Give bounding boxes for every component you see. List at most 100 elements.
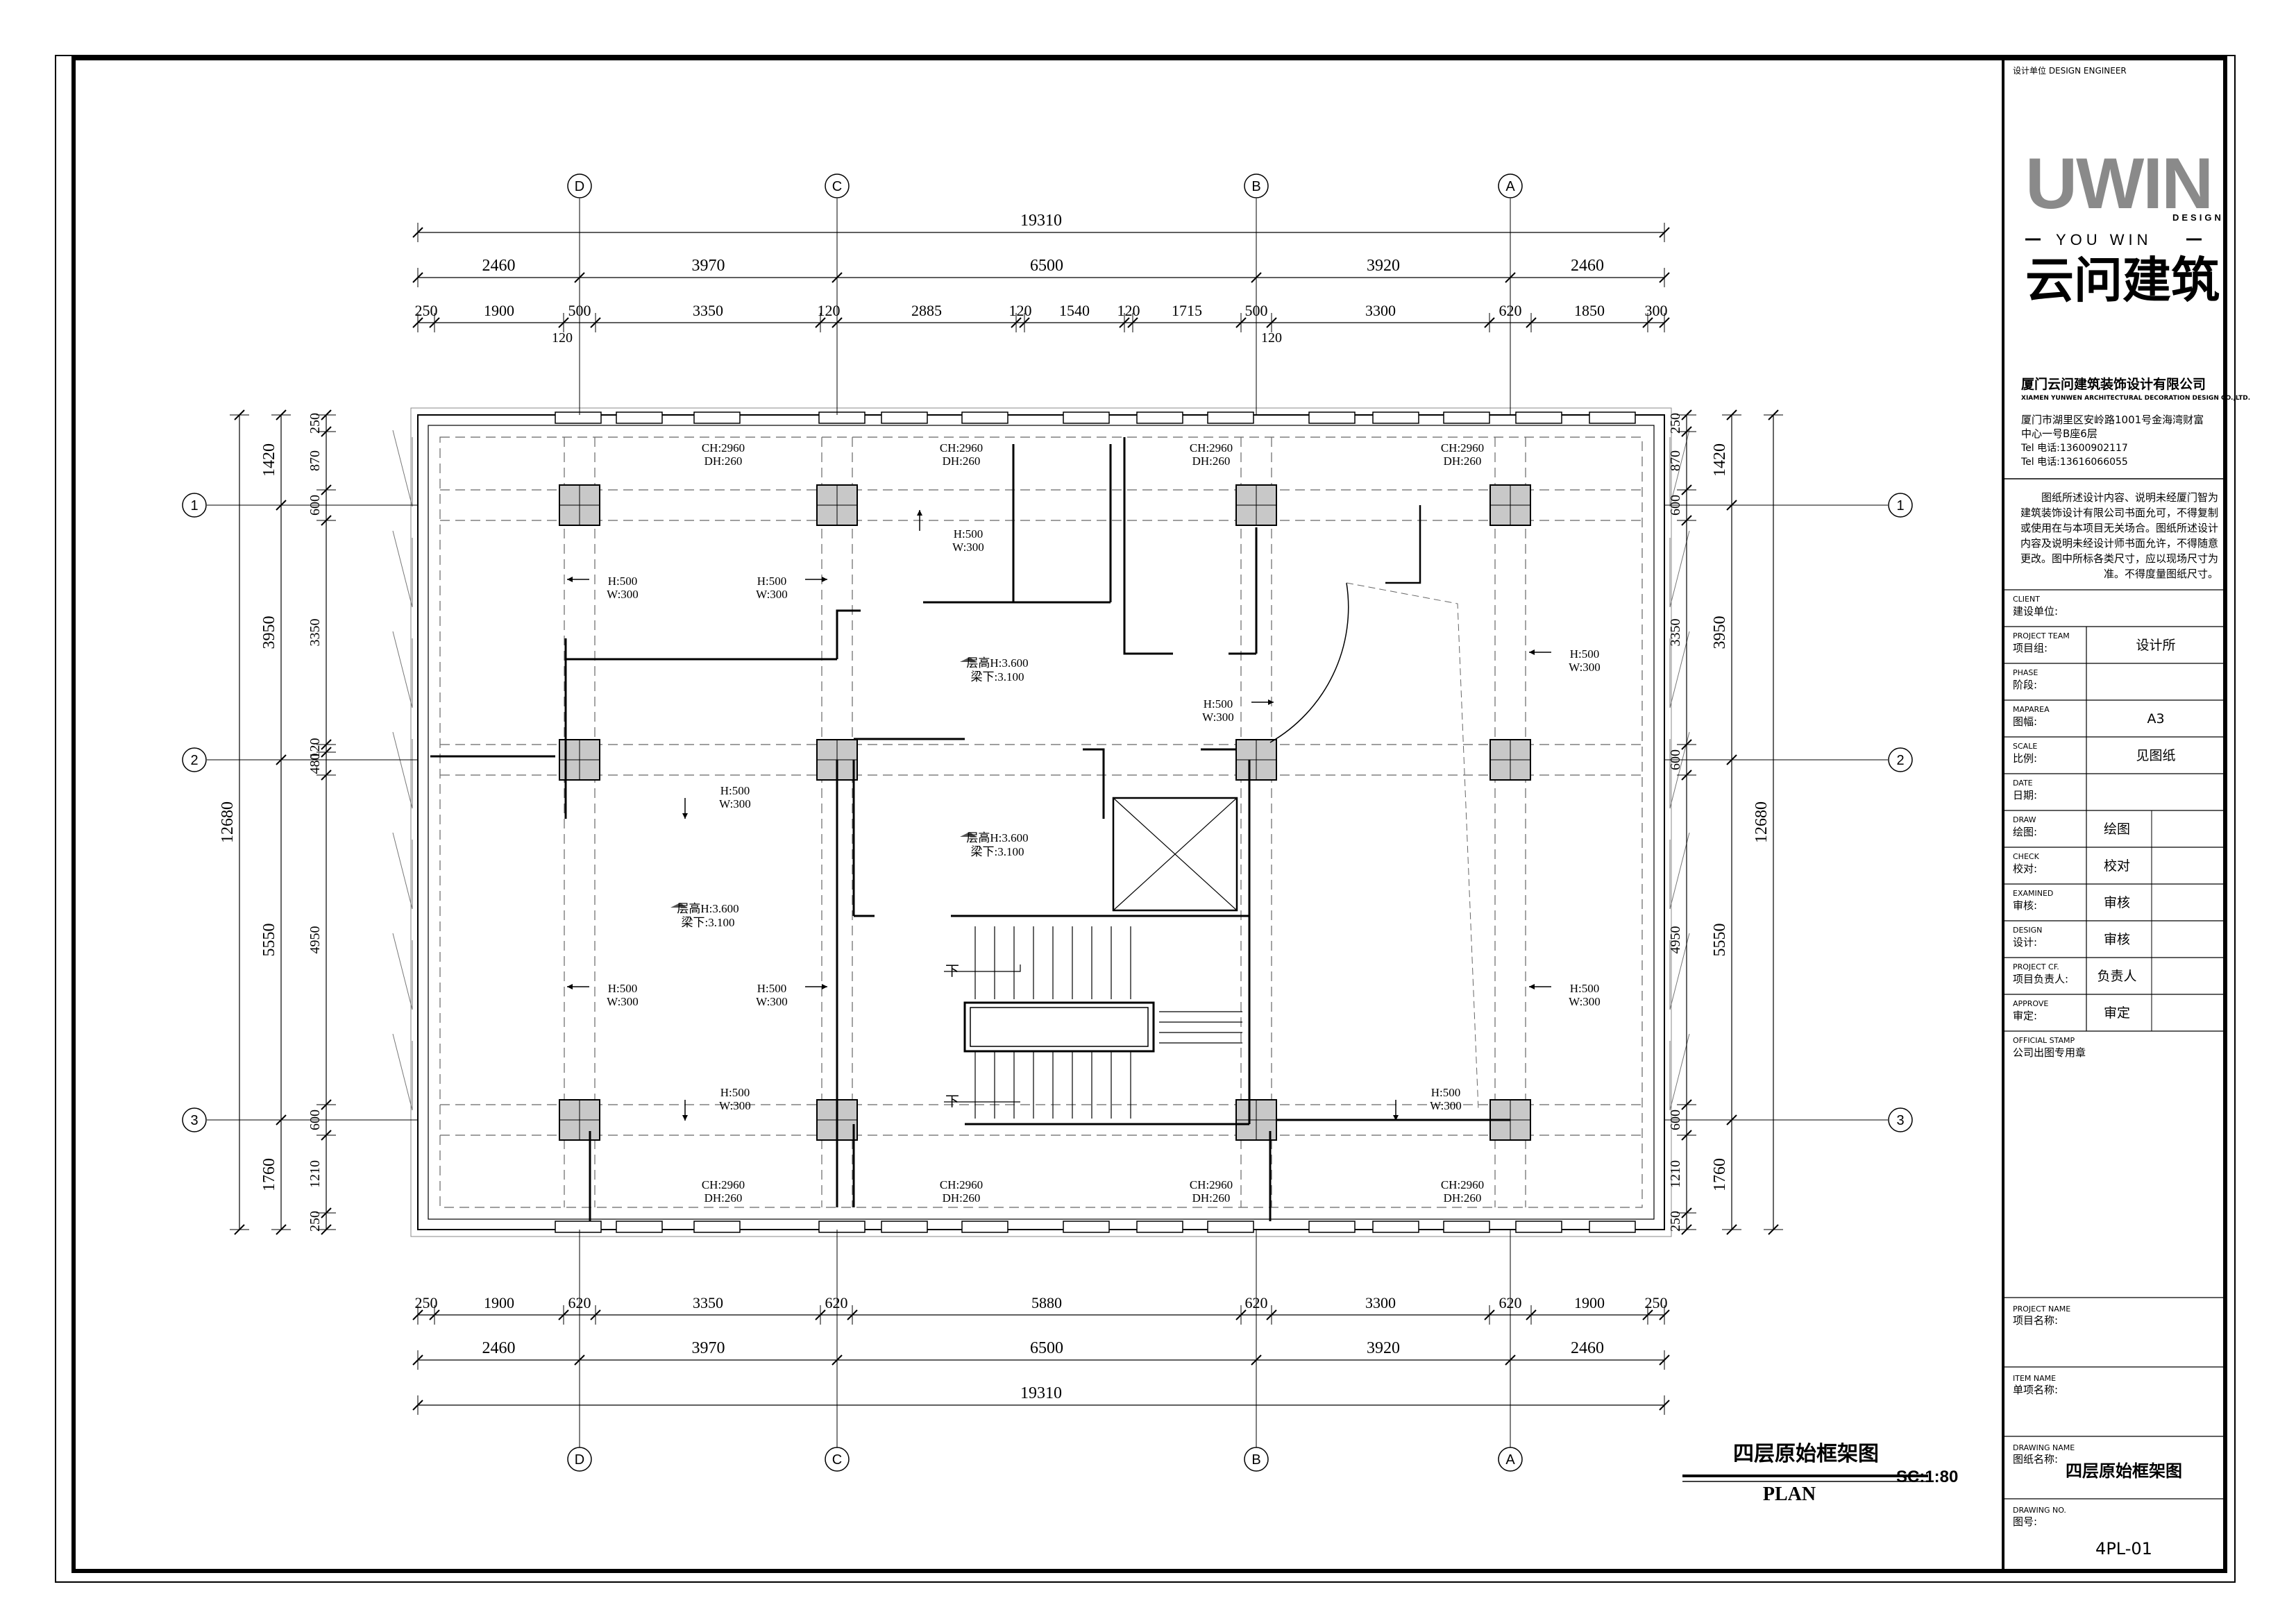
tb-field-value: 绘图: [2104, 822, 2130, 837]
beam-label-w: W:300: [1569, 661, 1601, 674]
tb-field-label-cn: 项目名称:: [2013, 1314, 2058, 1327]
address-line-2: 中心一号B座6层: [2021, 427, 2097, 440]
beam-label-w: W:300: [756, 588, 788, 601]
dimension-tick: [1681, 409, 1692, 420]
dimension-tick: [412, 272, 423, 283]
dimension-bottom-total: 19310: [1020, 1384, 1062, 1402]
window-bottom: [1136, 1221, 1183, 1233]
dimension-tick: [1681, 484, 1692, 495]
dimension-right-total: 12680: [1753, 801, 1771, 843]
dimension-top-mid: 2460: [482, 257, 516, 275]
dimension-top-fine: 2885: [911, 302, 942, 319]
dimension-left-fine: 870: [307, 450, 323, 471]
dimension-tick: [1681, 770, 1692, 781]
dimension-tick: [1251, 1354, 1262, 1366]
dimension-top-fine: 1540: [1059, 302, 1090, 319]
grid-bubble-row: [1888, 747, 1913, 772]
building-outline: [417, 414, 1665, 1230]
dimension-tick: [1681, 1224, 1692, 1235]
beam-arrowhead: [1393, 1115, 1399, 1121]
window-label-dh: DH:260: [704, 454, 743, 468]
tb-field-label-cn: 日期:: [2013, 789, 2037, 801]
window-top: [1308, 411, 1356, 424]
dimension-bottom-mid: 2460: [482, 1339, 516, 1357]
dimension-tick: [321, 770, 332, 781]
beam-label-h: H:500: [954, 527, 984, 541]
dimension-top-fine: 3350: [693, 302, 723, 319]
ceiling-height-label: 层高H:3.600: [966, 831, 1028, 844]
dimension-tick: [1526, 317, 1537, 328]
dimension-tick: [1726, 409, 1737, 420]
side-shade-left: [392, 731, 413, 809]
dimension-top-fine: 120: [1117, 302, 1140, 319]
dimension-tick: [1019, 317, 1030, 328]
stair-down-label: 下: [945, 962, 959, 979]
window-bottom: [818, 1221, 866, 1233]
grid-bubble-row: [182, 1107, 207, 1132]
window-label-dh: DH:260: [1192, 454, 1231, 468]
drawing-title-block: 四层原始框架图 PLAN SC:1:80: [1682, 1442, 1958, 1505]
dimension-tick: [1726, 1224, 1737, 1235]
dimension-right-mid: 3950: [1711, 616, 1729, 649]
side-shade-right: [1669, 731, 1690, 809]
drawing-title: 四层原始框架图: [1733, 1442, 1879, 1466]
dimension-top-fine: 120: [1009, 302, 1032, 319]
window-top: [961, 411, 1008, 424]
beam-label-h: H:500: [608, 982, 638, 995]
notice-line: 内容及说明未经设计师书面允许，不得随意: [2020, 537, 2218, 550]
beam-label-w: W:300: [952, 541, 984, 554]
tb-field-label-en: PROJECT TEAM: [2013, 631, 2070, 640]
side-shade-right: [1669, 530, 1690, 608]
dimension-tick: [276, 500, 287, 511]
tb-field-label-en: OFFICIAL STAMP: [2013, 1036, 2075, 1045]
grid-bubble-row: [182, 493, 207, 518]
dimension-tick: [276, 1114, 287, 1125]
dimension-tick: [412, 227, 423, 238]
company-name-en: XIAMEN YUNWEN ARCHITECTURAL DECORATION D…: [2021, 395, 2250, 402]
window-top: [1589, 411, 1636, 424]
tb-field-label-en: DRAWING NO.: [2013, 1506, 2066, 1515]
beam-arrowhead: [822, 984, 827, 989]
tb-field-label-en: ITEM NAME: [2013, 1374, 2056, 1383]
window-top: [616, 411, 663, 424]
dimension-tick: [1681, 515, 1692, 526]
design-unit-label: 设计单位 DESIGN ENGINEER: [2013, 65, 2127, 76]
tb-field-label-cn: 审定:: [2013, 1010, 2037, 1022]
dimension-left-mid: 1760: [260, 1158, 278, 1191]
level-marker: [960, 657, 977, 662]
tb-field-label-en: DRAW: [2013, 815, 2036, 824]
grid-bubble-row: [1888, 493, 1913, 518]
grid-bubble-row: [182, 747, 207, 772]
window-bottom: [616, 1221, 663, 1233]
interior-wall: [1385, 505, 1421, 584]
dimension-tick: [1768, 1224, 1779, 1235]
address-line-1: 厦门市湖里区安岭路1001号金海湾财富: [2021, 414, 2204, 426]
beam-label-h: H:500: [1431, 1086, 1461, 1099]
dimension-tick: [412, 1400, 423, 1411]
beam-label-w: W:300: [756, 995, 788, 1008]
dimension-tick: [1681, 426, 1692, 437]
ceiling-height-label: 层高H:3.600: [677, 902, 738, 915]
dashed-boundary: [1346, 582, 1479, 1111]
dimension-tick: [1119, 317, 1130, 328]
dimension-bottom-fine: 3350: [693, 1294, 723, 1311]
window-bottom: [1589, 1221, 1636, 1233]
dimension-tick: [429, 1309, 440, 1320]
stair-down-label: 下: [945, 1093, 959, 1110]
dimension-bottom-mid: 2460: [1571, 1339, 1604, 1357]
side-shade-right: [1669, 832, 1690, 910]
side-shade-left: [392, 530, 413, 608]
logo-tag: YOU WIN: [2056, 231, 2152, 248]
drawing-subtitle: PLAN: [1763, 1484, 1816, 1505]
dimension-left-mid: 3950: [260, 616, 278, 649]
side-shade-left: [392, 933, 413, 1010]
dimension-tick: [1642, 317, 1653, 328]
dimension-bottom-fine: 250: [1645, 1294, 1668, 1311]
beam-arrowhead: [567, 984, 573, 989]
dimension-tick: [1681, 1130, 1692, 1141]
side-shade-right: [1669, 430, 1690, 507]
dimension-tick: [1659, 227, 1670, 238]
beam-label-w: W:300: [1569, 995, 1601, 1008]
